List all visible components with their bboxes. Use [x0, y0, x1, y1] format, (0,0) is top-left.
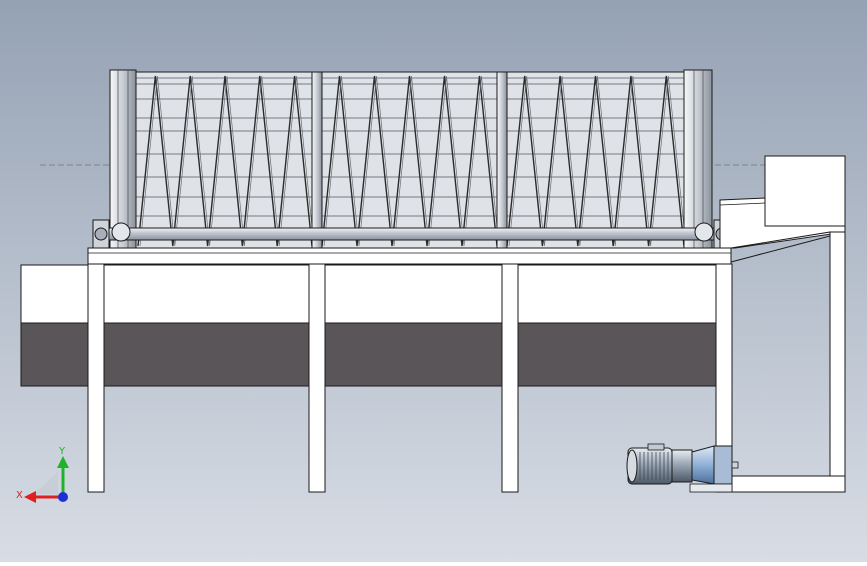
conveyor-lower: [20, 322, 717, 387]
spiral-wire-segment: [506, 75, 685, 247]
middle-ring-2: [496, 71, 508, 249]
motor-junction: [647, 443, 665, 451]
middle-ring-1: [311, 71, 323, 249]
drum-shaft: [95, 227, 729, 241]
rotary-drum-screen[interactable]: [92, 69, 731, 251]
chute-plate: [719, 197, 846, 249]
triad-plane: [34, 472, 58, 494]
support-frame[interactable]: [20, 247, 733, 493]
z-axis-dot: [58, 492, 68, 502]
top-beam: [87, 247, 732, 265]
leg-1: [87, 263, 105, 493]
conveyor-upper: [20, 264, 717, 324]
axis-triad: Y X: [16, 446, 69, 503]
right-end-ring: [683, 69, 713, 251]
left-bearing: [92, 219, 131, 249]
y-arrow-icon: [57, 456, 69, 468]
spiral-wire-segment: [139, 75, 315, 247]
reducer-flange: [691, 445, 715, 485]
leg-2: [308, 263, 326, 493]
gear-reducer: [671, 449, 693, 483]
spiral-wire-segment: [321, 75, 498, 247]
spiral-wire-segment: [137, 75, 313, 247]
motor-base: [689, 483, 733, 493]
spiral-wire-segment: [508, 75, 687, 247]
spiral-wire-segment: [323, 75, 500, 247]
leg-3: [501, 263, 519, 493]
left-end-ring: [109, 69, 137, 251]
x-axis-label: X: [16, 490, 23, 501]
y-axis-label: Y: [58, 446, 66, 457]
x-arrow-icon: [24, 491, 36, 503]
gear-motor[interactable]: [626, 443, 739, 493]
hopper-box: [764, 155, 846, 227]
discharge-chute[interactable]: [719, 155, 846, 493]
spiral-wire: [137, 75, 687, 247]
